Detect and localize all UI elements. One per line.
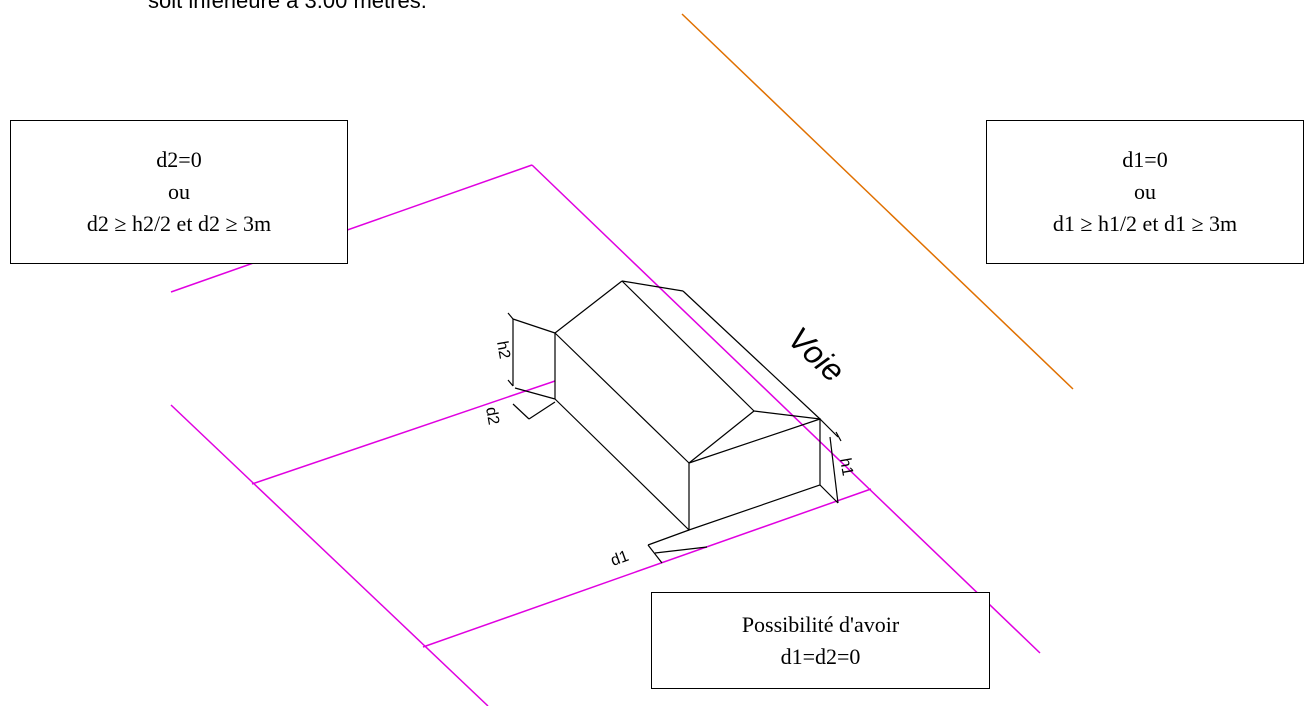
rule-box-d2: d2=0 ou d2 ≥ h2/2 et d2 ≥ 3m [10,120,348,264]
dimension-d2 [512,387,556,420]
parcel-side-boundary-right [531,164,1041,654]
parcel-lines [170,164,1041,706]
house-roof-left-back [554,280,623,334]
possibility-line1: Possibilité d'avoir [741,611,900,637]
house-eave-left [554,332,690,464]
house-drawing [554,280,821,531]
house-eave-right [682,290,821,420]
label-d1: d1 [609,548,632,570]
rule-box-d1: d1=0 ou d1 ≥ h1/2 et d1 ≥ 3m [986,120,1304,264]
rule-box-possibility: Possibilité d'avoir d1=d2=0 [651,592,990,689]
rule-d2-line2: ou [168,179,190,204]
label-h2: h2 [493,340,513,361]
rule-d2-line1: d2=0 [156,147,202,172]
possibility-line2: d1=d2=0 [780,643,861,669]
label-voie: Voie [781,320,852,389]
header-text: soit inférieure à 3.00 mètres. [148,0,427,13]
rule-d1-line2: ou [1134,179,1156,204]
parcel-front-boundary [251,380,556,485]
house-gable-right [753,410,821,420]
rule-d2-line3: d2 ≥ h2/2 et d2 ≥ 3m [86,211,272,236]
label-h1: h1 [836,457,856,478]
parcel-bottom-boundary [422,488,872,648]
rule-d1-line1: d1=0 [1122,147,1168,172]
house-ridge [621,280,755,412]
road-line [681,13,1074,390]
rule-d1-line3: d1 ≥ h1/2 et d1 ≥ 3m [1052,211,1238,236]
label-d2: d2 [482,406,502,427]
parcel-back-boundary [170,164,533,293]
parcel-left-boundary [170,404,489,706]
dimension-d1 [647,529,708,564]
dimension-h2 [507,312,556,387]
house-roof-right-back [621,280,684,292]
dimension-h1 [819,418,842,504]
house-gable-left [688,410,755,464]
house-long-wall-bottom [554,398,690,531]
